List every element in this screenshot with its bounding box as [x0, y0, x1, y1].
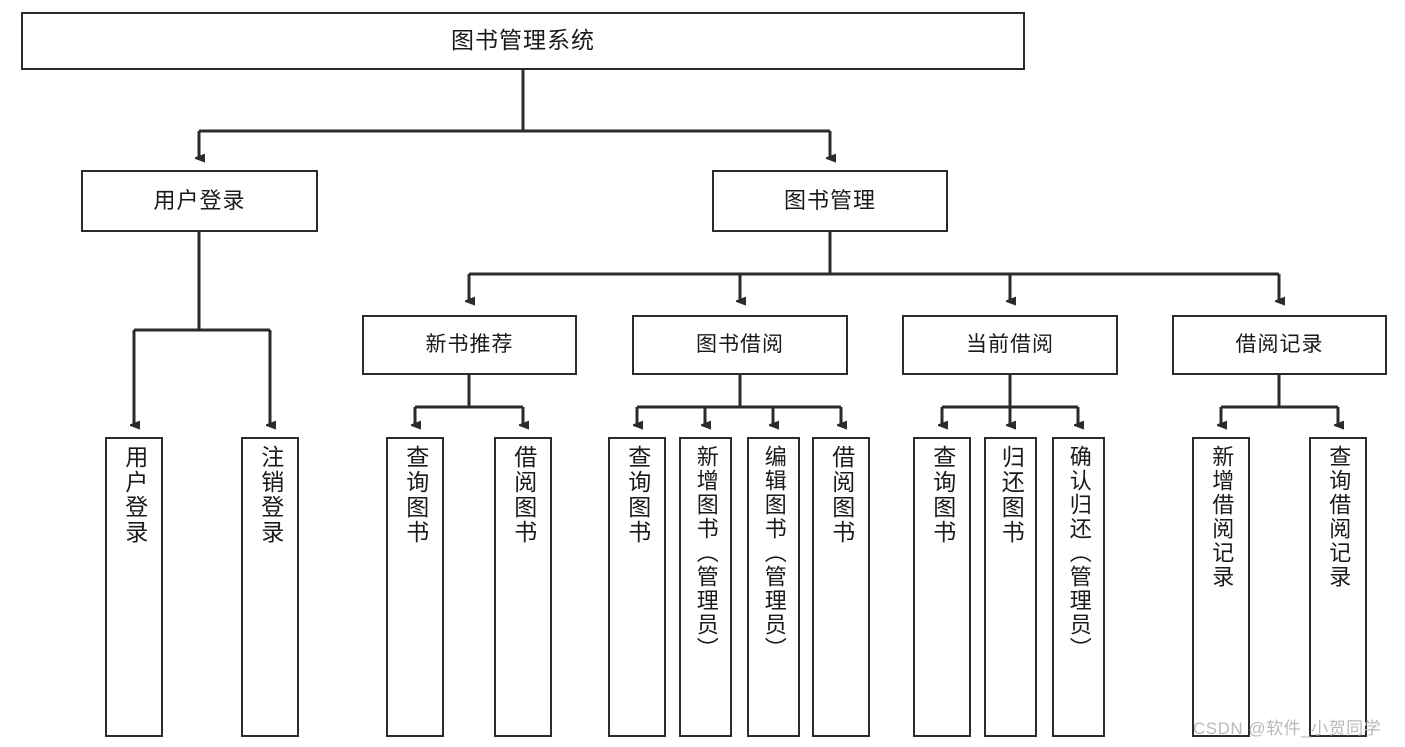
node-current-borrow[interactable]: 当前借阅 — [902, 315, 1118, 375]
leaf-borrow-book-recommend[interactable]: 借阅图书 — [494, 437, 552, 737]
node-label: 图书管理系统 — [451, 27, 595, 54]
node-label: 用户登录 — [153, 187, 246, 213]
node-label: 查询图书 — [624, 445, 651, 545]
node-root-book-management-system[interactable]: 图书管理系统 — [21, 12, 1025, 70]
node-label: 确认归还（管理员） — [1066, 445, 1092, 661]
node-label: 借阅图书 — [510, 445, 537, 545]
node-label: 新书推荐 — [425, 333, 514, 357]
csdn-watermark: CSDN @软件_小贺同学 — [1193, 719, 1382, 738]
node-label: 新增借阅记录 — [1209, 445, 1235, 589]
node-label: 借阅记录 — [1235, 333, 1324, 357]
leaf-add-borrow-record[interactable]: 新增借阅记录 — [1192, 437, 1250, 737]
leaf-query-book-current[interactable]: 查询图书 — [913, 437, 971, 737]
node-label: 用户登录 — [121, 445, 148, 545]
node-label: 图书管理 — [783, 187, 876, 213]
node-label: 查询图书 — [929, 445, 956, 545]
node-label: 借阅图书 — [828, 445, 855, 545]
leaf-add-book-admin[interactable]: 新增图书（管理员） — [679, 437, 732, 737]
leaf-edit-book-admin[interactable]: 编辑图书（管理员） — [747, 437, 800, 737]
node-label: 新增图书（管理员） — [693, 445, 719, 661]
leaf-borrow-book[interactable]: 借阅图书 — [812, 437, 870, 737]
node-user-login[interactable]: 用户登录 — [81, 170, 318, 232]
leaf-user-login[interactable]: 用户登录 — [105, 437, 163, 737]
node-borrow-record[interactable]: 借阅记录 — [1172, 315, 1387, 375]
leaf-query-book-recommend[interactable]: 查询图书 — [386, 437, 444, 737]
leaf-logout[interactable]: 注销登录 — [241, 437, 299, 737]
leaf-confirm-return-admin[interactable]: 确认归还（管理员） — [1052, 437, 1105, 737]
node-book-management[interactable]: 图书管理 — [712, 170, 948, 232]
node-label: 注销登录 — [257, 445, 284, 545]
node-label: 查询图书 — [402, 445, 429, 545]
node-label: 图书借阅 — [696, 333, 784, 357]
leaf-query-book-borrow[interactable]: 查询图书 — [608, 437, 666, 737]
leaf-query-borrow-record[interactable]: 查询借阅记录 — [1309, 437, 1367, 737]
node-label: 查询借阅记录 — [1326, 445, 1352, 589]
node-label: 编辑图书（管理员） — [761, 445, 787, 661]
node-book-borrow[interactable]: 图书借阅 — [632, 315, 848, 375]
node-label: 当前借阅 — [966, 333, 1054, 357]
leaf-return-book[interactable]: 归还图书 — [984, 437, 1037, 737]
node-label: 归还图书 — [998, 445, 1025, 545]
node-new-book-recommend[interactable]: 新书推荐 — [362, 315, 577, 375]
